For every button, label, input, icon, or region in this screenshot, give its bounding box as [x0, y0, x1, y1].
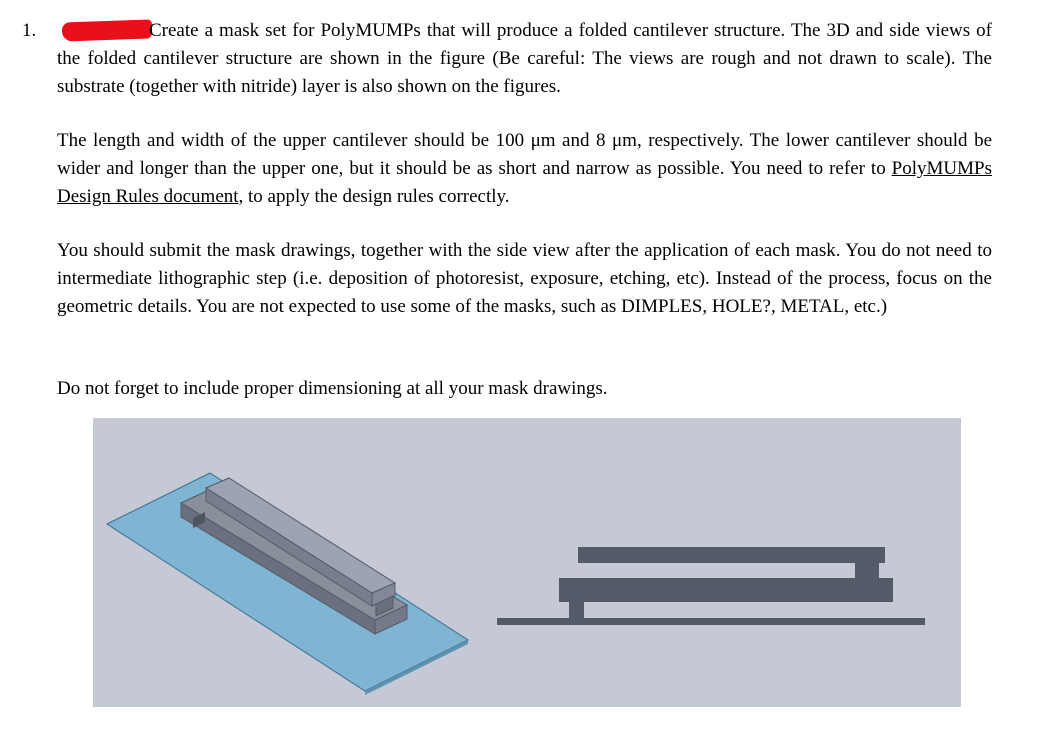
upper-cantilever-end [371, 582, 396, 607]
question-number: 1. [22, 20, 37, 41]
substrate-edge [365, 640, 468, 695]
upper-anchor [375, 595, 394, 617]
paragraph-dimensions-tail: , to apply the design rules correctly. [238, 186, 510, 207]
paragraph-dimensions: The length and width of the upper cantil… [57, 127, 992, 211]
cantilever-drawing [105, 472, 925, 695]
side-lower-anchor [569, 602, 584, 618]
side-view [497, 547, 925, 625]
lower-cantilever-end [374, 604, 408, 635]
isometric-3d-view [105, 472, 470, 695]
lower-anchor [193, 512, 205, 528]
paragraph-dimensioning: Do not forget to include proper dimensio… [57, 378, 608, 399]
substrate-plate [105, 472, 470, 692]
paragraph-intro: Create a mask set for PolyMUMPs that wil… [57, 20, 992, 97]
side-upper-anchor [855, 563, 879, 578]
design-rules-link[interactable]: PolyMUMPs Design Rules document [57, 158, 992, 207]
paragraph-submission: You should submit the mask drawings, tog… [57, 240, 992, 317]
cantilever-figure [93, 418, 961, 707]
side-lower-cantilever [559, 578, 893, 602]
side-upper-cantilever [578, 547, 885, 563]
side-substrate [497, 618, 925, 625]
paragraph-dimensions-text: The length and width of the upper cantil… [57, 130, 992, 179]
